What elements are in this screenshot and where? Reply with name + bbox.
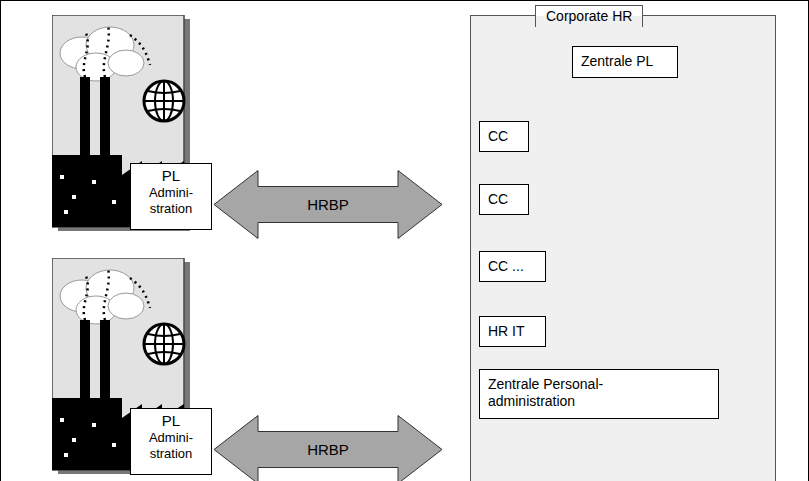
panel-title: Corporate HR (535, 5, 643, 27)
box-text: Admini- stration (149, 185, 193, 216)
block-arrow (214, 416, 442, 481)
box-text: HR IT (488, 323, 537, 340)
box-text: Zentrale Personal- administration (488, 376, 628, 410)
site-box: PLAdmini- stration (130, 408, 212, 475)
unit-box: Zentrale Personal- administration (479, 369, 719, 419)
arrow-label: HRBP (307, 196, 349, 213)
unit-box: Zentrale PL (572, 46, 678, 78)
box-text: CC (488, 128, 520, 145)
corporate-hr-panel: Corporate HRZentrale PLCCCCCC ...HR ITZe… (470, 15, 776, 481)
unit-box: HR IT (479, 316, 546, 347)
cc-box: CC ... (479, 251, 546, 282)
box-text: PL (137, 167, 205, 185)
box-text: CC (488, 191, 520, 208)
arrow-label: HRBP (307, 441, 349, 458)
cc-box: CC (479, 184, 529, 215)
block-arrow (214, 171, 442, 239)
box-text: PL (137, 412, 205, 430)
cc-box: CC (479, 121, 529, 152)
site-box: PLAdmini- stration (130, 163, 212, 230)
box-text: Zentrale PL (581, 53, 669, 70)
box-text: CC ... (488, 258, 537, 275)
box-text: Admini- stration (149, 430, 193, 461)
